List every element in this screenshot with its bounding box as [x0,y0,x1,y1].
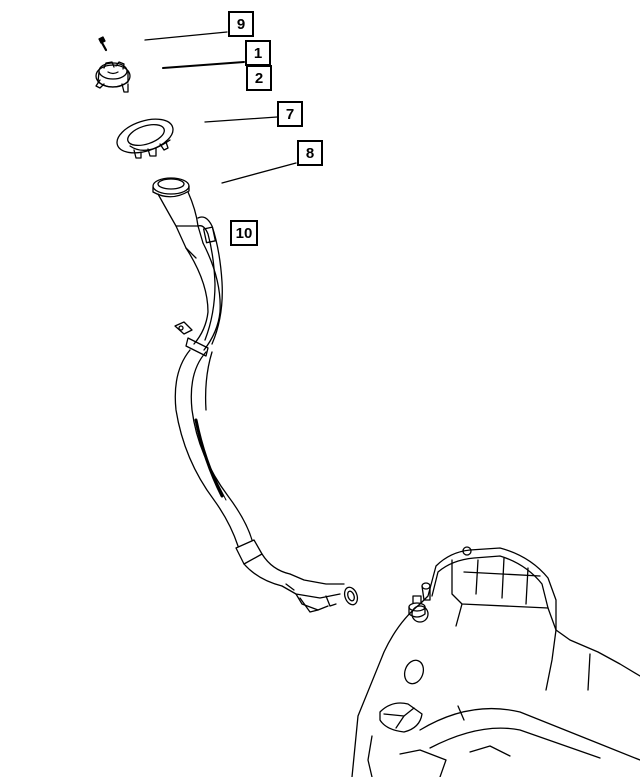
leader-line-7 [204,116,278,123]
callout-2: 2 [246,65,272,91]
fuel-tank [351,546,640,777]
callout-7: 7 [277,101,303,127]
callout-1: 1 [245,40,271,66]
leader-line-8 [221,162,297,184]
callout-9: 9 [228,11,254,37]
leader-line-9 [144,31,228,41]
leader-line-1 [162,61,245,69]
fuel-filler-tube-part [152,177,359,613]
callout-10: 10 [230,220,258,246]
fuel-housing-part [116,118,174,159]
fuel-cap-part [95,61,131,93]
screw-part [98,36,108,52]
leader-lines [144,31,297,184]
callout-8: 8 [297,140,323,166]
